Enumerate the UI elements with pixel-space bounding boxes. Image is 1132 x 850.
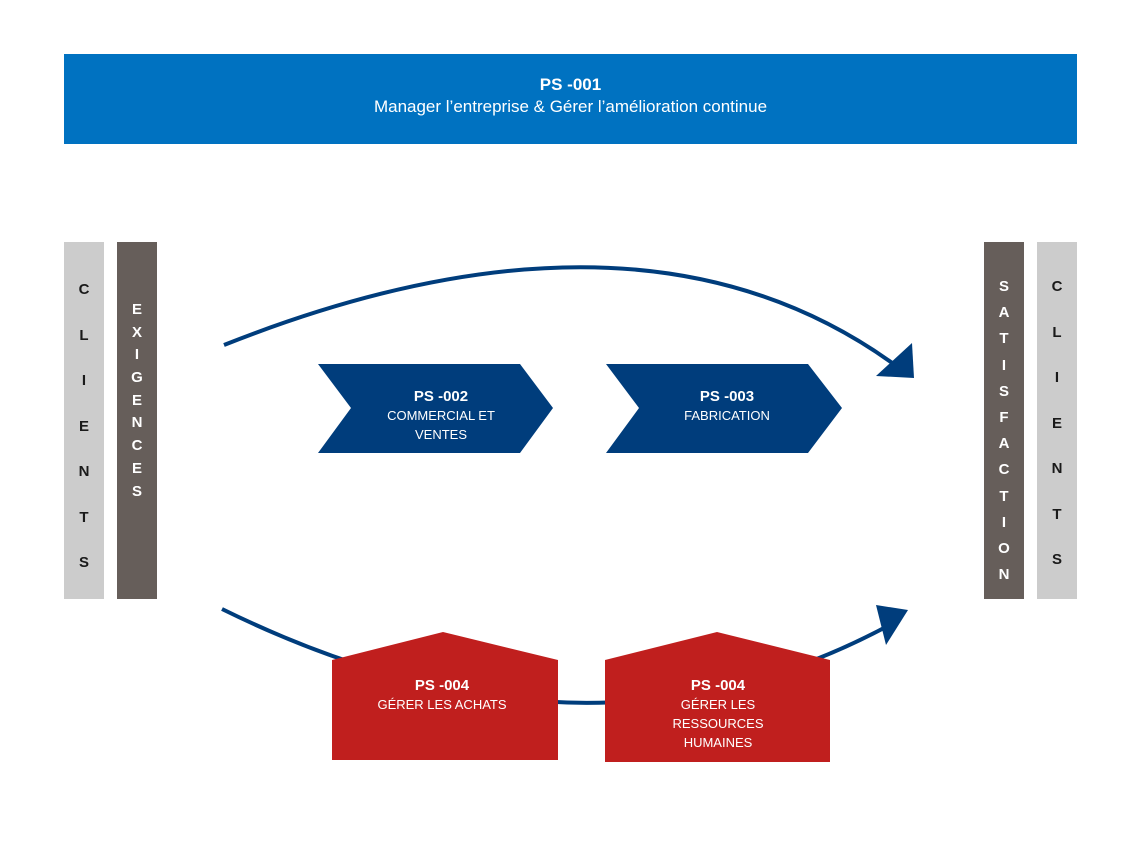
exigences-letter: N — [131, 414, 143, 432]
clients-left-letter: E — [78, 417, 89, 435]
ps-001-code: PS -001 — [539, 75, 602, 94]
ps-002-code: PS -002 — [413, 388, 469, 405]
satisfaction-letter: C — [998, 461, 1010, 479]
ps-004-rh-label: PS -004 GÉRER LES RESSOURCES HUMAINES — [630, 676, 806, 752]
satisfaction-letter: I — [1001, 356, 1007, 374]
satisfaction-letter: T — [999, 487, 1009, 505]
ps-004-rh-code: PS -004 — [690, 677, 746, 694]
clients-right-letter: E — [1051, 414, 1062, 432]
ps-004-achats-shape — [332, 632, 558, 760]
exigences-letter: E — [131, 301, 142, 318]
clients-left-bar: C L I E N T S — [64, 242, 104, 599]
satisfaction-letter: I — [1001, 513, 1007, 531]
clients-right-letter: I — [1054, 369, 1060, 386]
clients-left-letter: T — [79, 508, 89, 526]
ps-004-achats-code: PS -004 — [414, 677, 470, 694]
exigences-letter: E — [131, 391, 142, 409]
ps-003-code: PS -003 — [699, 388, 755, 405]
ps-003-desc: FABRICATION — [684, 408, 770, 423]
clients-left-letter: I — [81, 372, 87, 389]
ps-001-banner: PS -001 Manager l’entreprise & Gérer l’a… — [64, 54, 1077, 144]
exigences-letter: X — [131, 323, 142, 341]
ps-002-chevron — [318, 364, 553, 453]
clients-right-letter: S — [1051, 551, 1062, 568]
satisfaction-letter: N — [998, 566, 1010, 584]
bottom-flow-arrowhead — [876, 605, 908, 645]
exigences-letter: I — [134, 346, 140, 364]
ps-003-chevron — [606, 364, 842, 453]
exigences-letter: S — [131, 482, 142, 500]
ps-003-label: PS -003 FABRICATION — [654, 387, 800, 425]
satisfaction-letter: F — [999, 408, 1009, 426]
satisfaction-letter: T — [999, 330, 1009, 348]
clients-right-letter: T — [1052, 505, 1062, 523]
ps-004-achats-desc: GÉRER LES ACHATS — [377, 697, 507, 712]
ps-004-rh-shape — [605, 632, 830, 762]
ps-001-label: Manager l’entreprise & Gérer l’améliorat… — [373, 97, 768, 116]
clients-left-letter: S — [78, 554, 89, 571]
clients-left-letter: N — [78, 463, 90, 480]
ps-002-label: PS -002 COMMERCIAL ET VENTES — [368, 387, 514, 444]
top-flow-arrowhead — [876, 343, 914, 378]
clients-right-letter: L — [1052, 323, 1062, 341]
clients-left-letter: L — [79, 326, 89, 344]
exigences-letter: C — [131, 437, 143, 455]
satisfaction-letter: S — [998, 278, 1009, 295]
ps-004-achats-label: PS -004 GÉRER LES ACHATS — [354, 676, 530, 714]
ps-002-desc: COMMERCIAL ET VENTES — [387, 408, 495, 442]
satisfaction-letter: S — [998, 382, 1009, 400]
satisfaction-letter: A — [998, 304, 1010, 322]
satisfaction-letter: O — [998, 539, 1010, 557]
top-flow-arrow-line — [223, 265, 897, 367]
clients-right-letter: N — [1051, 460, 1063, 477]
exigences-letter: G — [131, 369, 143, 387]
clients-left-letter: C — [78, 281, 90, 298]
exigences-letter: E — [131, 459, 142, 477]
ps-004-rh-desc: GÉRER LES RESSOURCES HUMAINES — [672, 697, 764, 750]
clients-right-letter: C — [1051, 278, 1063, 295]
clients-right-bar: C L I E N T S — [1037, 242, 1077, 599]
satisfaction-letter: A — [998, 435, 1010, 453]
